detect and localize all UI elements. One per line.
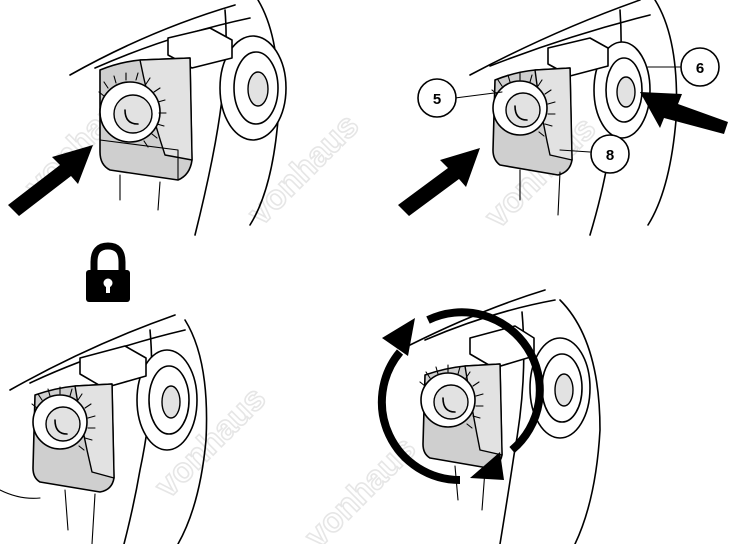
panel-bottom-right: [377, 289, 601, 544]
lock-icon: [86, 242, 130, 302]
arrow-icon: [640, 92, 728, 134]
callout-6-label: 6: [696, 60, 704, 77]
rotate-arrows-icon: [377, 308, 544, 485]
callout-8-label: 8: [606, 147, 614, 164]
callout-5: 5: [417, 78, 457, 118]
arrow-icon: [398, 148, 480, 216]
callout-8: 8: [590, 134, 630, 174]
callout-6: 6: [680, 47, 720, 87]
panel-top-right: 5 6 8: [398, 0, 728, 236]
arrow-icon: [8, 145, 93, 216]
watermark-text: vonhaus: [298, 429, 424, 544]
panel-top-left: [8, 0, 287, 236]
callout-5-label: 5: [433, 91, 441, 108]
panel-bottom-left: [0, 314, 208, 544]
